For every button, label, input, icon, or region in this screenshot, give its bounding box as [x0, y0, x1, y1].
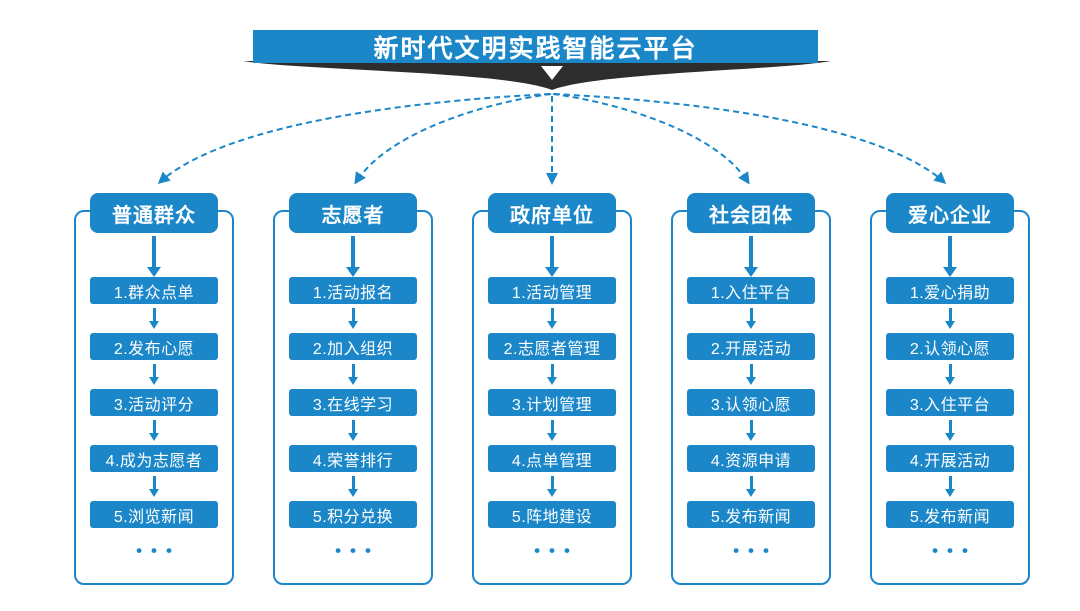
down-arrow-icon — [550, 364, 554, 377]
ellipsis-indicator: ••• — [733, 541, 778, 560]
platform-title-banner: 新时代文明实践智能云平台 — [253, 30, 818, 63]
down-arrow-icon — [948, 236, 952, 268]
down-arrow-icon — [152, 364, 156, 377]
down-arrow-icon — [351, 420, 355, 433]
column-header: 普通群众 — [90, 193, 218, 233]
down-arrow-icon — [351, 308, 355, 321]
column-header: 社会团体 — [687, 193, 815, 233]
down-arrow-icon — [550, 236, 554, 268]
down-arrow-icon — [152, 308, 156, 321]
ribbon-shape — [243, 61, 831, 90]
column-header: 志愿者 — [289, 193, 417, 233]
down-arrow-icon — [948, 476, 952, 489]
down-arrow-icon — [948, 420, 952, 433]
flow-step: 4.荣誉排行 — [289, 445, 417, 472]
down-arrow-icon — [749, 308, 753, 321]
ellipsis-indicator: ••• — [136, 541, 181, 560]
down-arrow-icon — [749, 236, 753, 268]
column-social-organizations: 社会团体 1.入住平台 2.开展活动 3.认领心愿 4.资源申请 5.发布新闻 … — [671, 193, 831, 585]
down-arrow-icon — [550, 420, 554, 433]
flow-step: 4.资源申请 — [687, 445, 815, 472]
column-ordinary-public: 普通群众 1.群众点单 2.发布心愿 3.活动评分 4.成为志愿者 5.浏览新闻… — [74, 193, 234, 585]
down-triangle-icon — [541, 66, 563, 80]
flow-step: 3.计划管理 — [488, 389, 616, 416]
flow-step: 5.发布新闻 — [886, 501, 1014, 528]
flow-step: 1.入住平台 — [687, 277, 815, 304]
down-arrow-icon — [550, 308, 554, 321]
down-arrow-icon — [948, 308, 952, 321]
column-volunteers: 志愿者 1.活动报名 2.加入组织 3.在线学习 4.荣誉排行 5.积分兑换 •… — [273, 193, 433, 585]
down-arrow-icon — [351, 476, 355, 489]
down-arrow-icon — [948, 364, 952, 377]
column-header: 爱心企业 — [886, 193, 1014, 233]
down-arrow-icon — [749, 420, 753, 433]
flow-step: 3.认领心愿 — [687, 389, 815, 416]
ellipsis-indicator: ••• — [932, 541, 977, 560]
column-caring-enterprises: 爱心企业 1.爱心捐助 2.认领心愿 3.入住平台 4.开展活动 5.发布新闻 … — [870, 193, 1030, 585]
down-arrow-icon — [351, 364, 355, 377]
flow-step: 5.阵地建设 — [488, 501, 616, 528]
flow-step: 2.志愿者管理 — [488, 333, 616, 360]
column-government-units: 政府单位 1.活动管理 2.志愿者管理 3.计划管理 4.点单管理 5.阵地建设… — [472, 193, 632, 585]
flow-step: 1.活动报名 — [289, 277, 417, 304]
ellipsis-indicator: ••• — [335, 541, 380, 560]
down-arrow-icon — [749, 476, 753, 489]
flow-step: 3.活动评分 — [90, 389, 218, 416]
down-arrow-icon — [152, 236, 156, 268]
connector-to-col1 — [157, 93, 551, 184]
down-arrow-icon — [351, 236, 355, 268]
flow-step: 2.发布心愿 — [90, 333, 218, 360]
flow-step: 5.发布新闻 — [687, 501, 815, 528]
flow-step: 5.积分兑换 — [289, 501, 417, 528]
flow-step: 1.爱心捐助 — [886, 277, 1014, 304]
flow-step: 4.点单管理 — [488, 445, 616, 472]
flow-step: 3.入住平台 — [886, 389, 1014, 416]
connector-to-col4 — [552, 93, 750, 185]
flow-step: 3.在线学习 — [289, 389, 417, 416]
connector-to-col2 — [354, 93, 552, 185]
connector-to-col5 — [553, 93, 947, 184]
down-arrow-icon — [152, 420, 156, 433]
page-title: 新时代文明实践智能云平台 — [373, 34, 698, 63]
flow-step: 2.加入组织 — [289, 333, 417, 360]
flow-step: 5.浏览新闻 — [90, 501, 218, 528]
flow-step: 1.群众点单 — [90, 277, 218, 304]
down-arrow-icon — [152, 476, 156, 489]
flow-step: 2.开展活动 — [687, 333, 815, 360]
down-arrow-icon — [749, 364, 753, 377]
down-arrow-icon — [550, 476, 554, 489]
column-header: 政府单位 — [488, 193, 616, 233]
flow-step: 2.认领心愿 — [886, 333, 1014, 360]
flow-step: 1.活动管理 — [488, 277, 616, 304]
flow-step: 4.成为志愿者 — [90, 445, 218, 472]
flow-step: 4.开展活动 — [886, 445, 1014, 472]
ellipsis-indicator: ••• — [534, 541, 579, 560]
